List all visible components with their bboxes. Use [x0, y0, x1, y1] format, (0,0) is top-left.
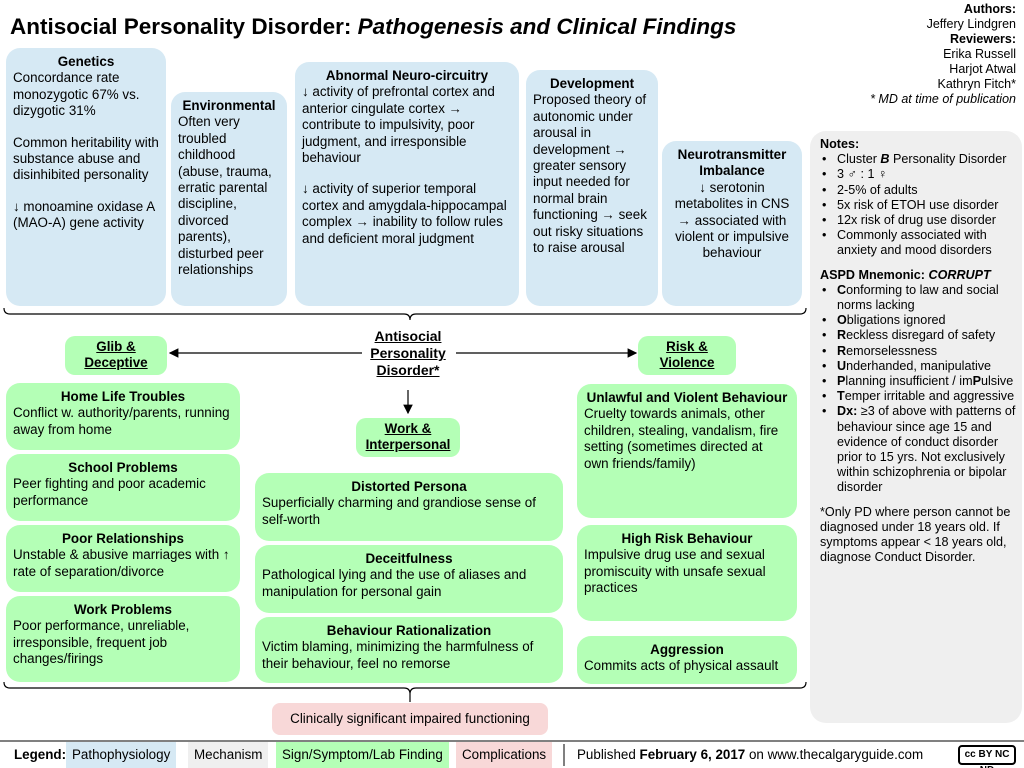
finding-text: Conflict w. authority/parents, running a…	[13, 405, 230, 437]
environmental-box: Environmental Often very troubled childh…	[171, 92, 287, 306]
genetics-heading: Genetics	[57, 54, 115, 69]
finding-rationalization: Behaviour Rationalization Victim blaming…	[255, 617, 563, 683]
note-item: 12x risk of drug use disorder	[820, 213, 1016, 228]
legend-complications: Complications	[456, 742, 553, 768]
mnemonic-list: Conforming to law and social norms lacki…	[820, 283, 1016, 496]
neurotransmitter-text: ↓ serotonin metabolites in CNS → associa…	[674, 179, 790, 261]
finding-text: Victim blaming, minimizing the harmfulne…	[262, 639, 534, 671]
branch-risk-violence: Risk & Violence	[638, 336, 736, 375]
genetics-box: Genetics Concordance rate monozygotic 67…	[6, 48, 166, 306]
neurocircuitry-box: Abnormal Neuro-circuitry ↓ activity of p…	[295, 62, 519, 306]
finding-heading: Home Life Troubles	[60, 389, 186, 404]
environmental-text: Often very troubled childhood (abuse, tr…	[178, 114, 272, 278]
finding-school: School Problems Peer fighting and poor a…	[6, 454, 240, 521]
development-heading: Development	[549, 76, 635, 91]
finding-heading: Distorted Persona	[351, 479, 467, 494]
note-item: Cluster B Personality Disorder	[820, 152, 1016, 167]
neurotransmitter-heading: Neurotransmitter Imbalance	[677, 147, 787, 179]
published-line: Published February 6, 2017 on www.thecal…	[577, 747, 924, 762]
notes-panel: Notes: Cluster B Personality Disorder 3 …	[810, 131, 1022, 723]
dx-criteria: Dx: ≥3 of above with patterns of behavio…	[820, 404, 1016, 495]
neurocircuitry-line: ↓ activity of prefrontal cortex and ante…	[302, 84, 495, 166]
neurocircuitry-line: ↓ activity of superior temporal cortex a…	[302, 181, 507, 246]
mnemonic-item: Planning insufficient / imPulsive	[820, 374, 1016, 389]
environmental-heading: Environmental	[182, 98, 276, 113]
finding-heading: Work Problems	[74, 602, 172, 617]
mnemonic-item: Temper irritable and aggressive	[820, 389, 1016, 404]
finding-text: Cruelty towards animals, other children,…	[584, 406, 779, 471]
note-item: Commonly associated with anxiety and moo…	[820, 228, 1016, 258]
neurotransmitter-box: Neurotransmitter Imbalance ↓ serotonin m…	[662, 141, 802, 306]
credits: Authors: Jeffery Lindgren Reviewers: Eri…	[870, 2, 1016, 106]
development-box: Development Proposed theory of autonomic…	[526, 70, 658, 306]
notes-list: Cluster B Personality Disorder 3 ♂ : 1 ♀…	[820, 152, 1016, 258]
finding-heading: Poor Relationships	[61, 531, 185, 546]
finding-distorted-persona: Distorted Persona Superficially charming…	[255, 473, 563, 541]
development-text: Proposed theory of autonomic under arous…	[533, 92, 647, 256]
finding-heading: Deceitfulness	[365, 551, 453, 566]
neurocircuitry-heading: Abnormal Neuro-circuitry	[325, 68, 489, 83]
finding-text: Commits acts of physical assault	[584, 658, 779, 674]
genetics-line: ↓ monoamine oxidase A (MAO-A) gene activ…	[13, 198, 155, 231]
finding-unlawful-violent: Unlawful and Violent Behaviour Cruelty t…	[577, 384, 797, 518]
mnemonic-item: Underhanded, manipulative	[820, 359, 1016, 374]
finding-heading: High Risk Behaviour	[621, 531, 753, 546]
mnemonic-item: Reckless disregard of safety	[820, 328, 1016, 343]
branch-work-interpersonal: Work & Interpersonal	[356, 418, 460, 457]
legend-pathophysiology: Pathophysiology	[66, 742, 177, 768]
legend-label: Legend:	[14, 747, 67, 762]
finding-aggression: Aggression Commits acts of physical assa…	[577, 636, 797, 684]
legend-sign-symptom: Sign/Symptom/Lab Finding	[276, 742, 449, 768]
finding-deceitfulness: Deceitfulness Pathological lying and the…	[255, 545, 563, 613]
note-item: 3 ♂ : 1 ♀	[820, 167, 1016, 182]
page-title: Antisocial Personality Disorder: Pathoge…	[10, 14, 737, 39]
finding-text: Peer fighting and poor academic performa…	[13, 476, 206, 508]
finding-home-life: Home Life Troubles Conflict w. authority…	[6, 383, 240, 450]
notes-footnote: *Only PD where person cannot be diagnose…	[820, 504, 1011, 565]
note-item: 2-5% of adults	[820, 183, 1016, 198]
genetics-line: Concordance rate monozygotic 67% vs. diz…	[13, 70, 140, 119]
finding-heading: Aggression	[650, 642, 724, 657]
finding-work-problems: Work Problems Poor performance, unreliab…	[6, 596, 240, 682]
finding-heading: Unlawful and Violent Behaviour	[586, 390, 788, 405]
finding-text: Unstable & abusive marriages with ↑ rate…	[13, 547, 230, 579]
finding-relationships: Poor Relationships Unstable & abusive ma…	[6, 525, 240, 592]
legend-mechanism: Mechanism	[188, 742, 269, 768]
mnemonic-heading: ASPD Mnemonic: CORRUPT	[820, 267, 991, 282]
finding-high-risk: High Risk Behaviour Impulsive drug use a…	[577, 525, 797, 621]
mnemonic-item: Remorselessness	[820, 344, 1016, 359]
mnemonic-item: Obligations ignored	[820, 313, 1016, 328]
genetics-line: Common heritability with substance abuse…	[13, 134, 159, 183]
branch-glib-deceptive: Glib & Deceptive	[65, 336, 167, 375]
notes-heading: Notes:	[820, 137, 860, 151]
finding-text: Impulsive drug use and sexual promiscuit…	[584, 547, 766, 596]
finding-heading: School Problems	[68, 460, 178, 475]
finding-text: Pathological lying and the use of aliase…	[262, 567, 527, 599]
note-item: 5x risk of ETOH use disorder	[820, 198, 1016, 213]
mnemonic-item: Conforming to law and social norms lacki…	[820, 283, 1016, 313]
complication-box: Clinically significant impaired function…	[272, 703, 548, 735]
finding-text: Superficially charming and grandiose sen…	[262, 495, 536, 527]
finding-heading: Behaviour Rationalization	[326, 623, 492, 638]
finding-text: Poor performance, unreliable, irresponsi…	[13, 618, 190, 667]
hub-antisocial-pd: Antisocial Personality Disorder*	[370, 328, 446, 378]
creative-commons-icon: cc BY NC ND	[958, 745, 1016, 768]
